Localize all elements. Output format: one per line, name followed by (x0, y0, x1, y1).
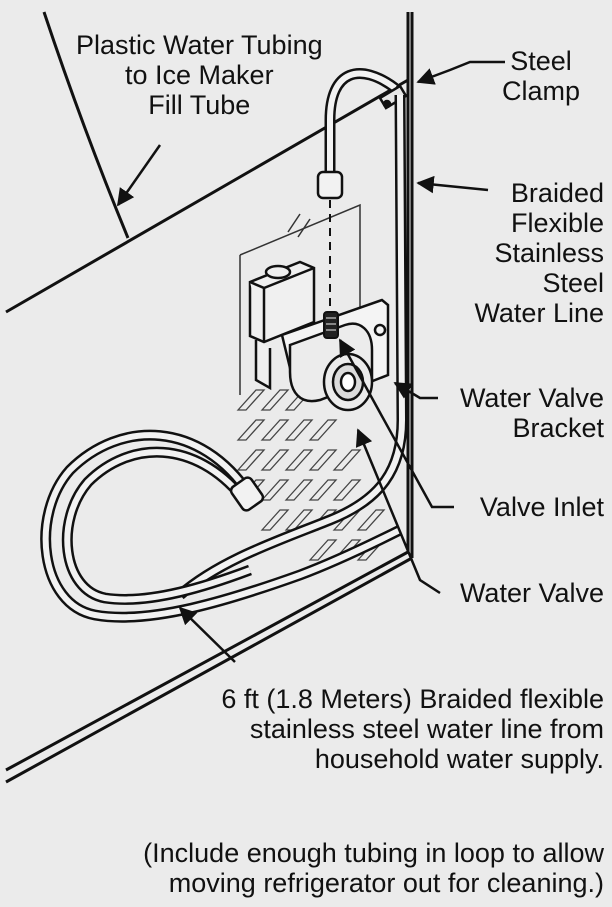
arrow-steel-clamp (416, 60, 505, 85)
label-valve-bracket: Water Valve Bracket (460, 383, 604, 443)
leader-lines (116, 60, 505, 663)
label-line: 6 ft (1.8 Meters) Braided flexible (221, 684, 604, 714)
tubing-fitting-nut (316, 170, 344, 200)
arrow-plastic-tubing (116, 144, 162, 207)
lower-vents (236, 389, 386, 561)
label-line: Water Valve (459, 578, 604, 608)
arrow-water-valve (355, 428, 441, 595)
arrow-valve-inlet (338, 338, 454, 509)
label-line: Plastic Water Tubing (76, 30, 323, 60)
label-line: to Ice Maker (125, 60, 274, 90)
label-line: Braided (510, 178, 604, 208)
arrow-braided-line (416, 175, 489, 194)
label-line: (Include enough tubing in loop to allow (143, 838, 604, 868)
label-line: Fill Tube (148, 90, 251, 120)
water-valve-solenoid (248, 260, 316, 391)
label-line: moving refrigerator out for cleaning.) (168, 868, 604, 898)
label-line: Clamp (502, 76, 581, 106)
back-panel (239, 203, 361, 395)
label-line: stainless steel water line from (249, 714, 604, 744)
braided-line-vertical (176, 94, 408, 600)
valve-inlet-fitting (323, 311, 339, 339)
label-note: (Include enough tubing in loop to allow … (143, 838, 604, 898)
label-line: Steel (542, 268, 604, 298)
plastic-tubing (324, 68, 399, 175)
label-line: Water Valve (459, 383, 604, 413)
label-braided-line: Braided Flexible Stainless Steel Water L… (474, 178, 604, 328)
label-water-valve: Water Valve (460, 578, 604, 608)
label-steel-clamp: Steel Clamp (502, 46, 580, 106)
steel-clamp (378, 84, 408, 110)
label-plastic-tubing: Plastic Water Tubing to Ice Maker Fill T… (76, 30, 323, 120)
label-line: household water supply. (314, 744, 604, 774)
supply-line-nut (229, 476, 265, 512)
label-line: Steel (510, 46, 572, 76)
refrigerator-cabinet (5, 11, 414, 784)
arrow-supply-line (178, 606, 236, 663)
label-supply-line: 6 ft (1.8 Meters) Braided flexible stain… (221, 684, 604, 774)
supply-line-coil (40, 429, 403, 623)
label-line: Flexible (510, 208, 604, 238)
label-line: Water Line (474, 298, 604, 328)
label-line: Valve Inlet (479, 492, 604, 522)
label-line: Stainless (494, 238, 604, 268)
label-line: Bracket (512, 413, 604, 443)
label-valve-inlet: Valve Inlet (480, 492, 604, 522)
arrow-valve-bracket (393, 381, 438, 400)
